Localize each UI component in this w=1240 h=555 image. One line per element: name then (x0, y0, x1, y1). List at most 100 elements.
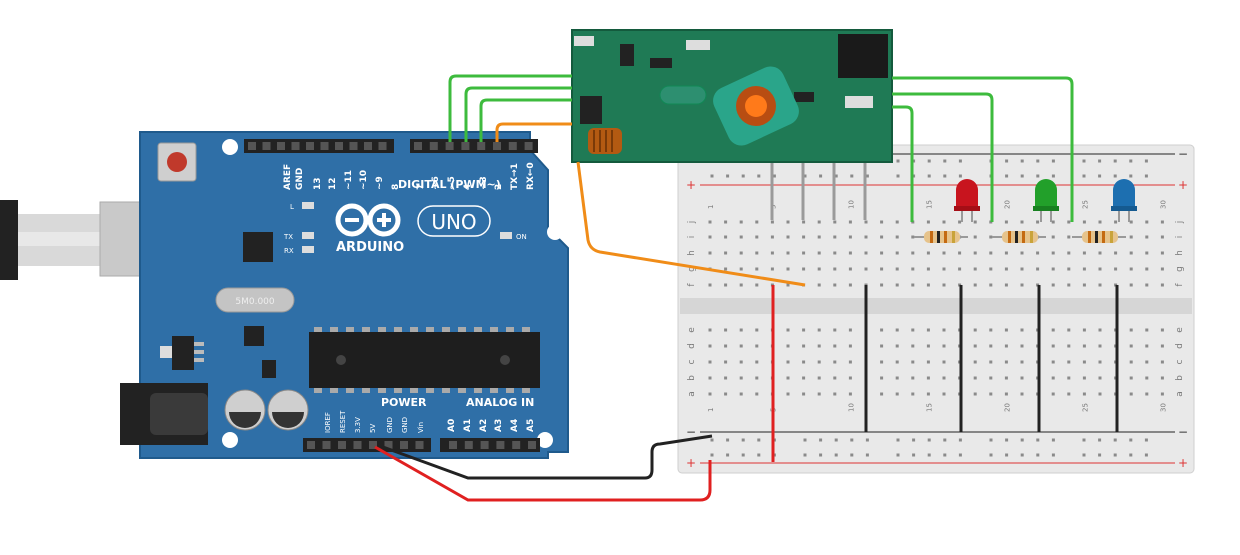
antenna-coil-icon (588, 128, 622, 154)
digital-pin-label: ~5 (447, 176, 457, 190)
digital-pin-label: ~3 (479, 176, 489, 190)
breadboard-row-label: e (687, 327, 697, 333)
breadboard-column-number: 20 (1003, 200, 1011, 209)
red-led (954, 179, 980, 222)
power-pin-label: GND (386, 417, 394, 433)
breadboard-column-number: 1 (707, 408, 715, 412)
digital-pin-label: 8 (391, 184, 401, 190)
breadboard-row-label: b (687, 375, 697, 381)
reset-button (157, 142, 197, 182)
atmega-chip (309, 327, 540, 393)
digital-pin-label: 4 (463, 184, 473, 190)
power-pin-label: GND (401, 417, 409, 433)
green-wire (464, 86, 572, 142)
usb-chip (243, 232, 273, 262)
digital-pin-label: TX→1 (510, 163, 520, 190)
onboard-leds: L TX RX ON (283, 202, 527, 255)
led-rx-label: RX (284, 247, 294, 255)
breadboard-column-number: 30 (1159, 200, 1167, 209)
svg-text:+: + (1178, 456, 1188, 470)
orange-wire (576, 161, 806, 287)
resistor (1072, 231, 1126, 243)
resistors (914, 231, 1126, 243)
led-tx-label: TX (283, 233, 293, 241)
breadboard-column-number: 15 (925, 200, 933, 209)
breadboard-row-label: j (1175, 221, 1185, 225)
breadboard-row-label: b (1175, 375, 1185, 381)
power-pin-label: 5V (369, 424, 377, 433)
analog-pin-label: A1 (463, 419, 473, 432)
breadboard-row-label: h (1175, 250, 1185, 256)
breadboard-row-label: e (1175, 327, 1185, 333)
svg-text:−: − (1178, 147, 1188, 161)
resistor (992, 231, 1046, 243)
rf-receiver-module (571, 29, 893, 163)
led-l-label: L (290, 203, 294, 211)
power-pin-label: IOREF (324, 412, 332, 433)
power-header (303, 438, 431, 452)
breadboard-row-label: f (1175, 283, 1185, 287)
blue-led (1111, 179, 1137, 222)
led-on-label: ON (516, 233, 527, 241)
breadboard-column-number: 25 (1081, 200, 1089, 209)
arduino-logo-text: ARDUINO (336, 240, 404, 255)
digital-pin-label: RX←0 (526, 162, 536, 190)
breadboard-row-label: d (687, 343, 697, 349)
arduino-logo-icon (335, 203, 401, 237)
red-wire (374, 445, 712, 502)
tuning-inductor-icon (713, 66, 799, 146)
green-wire (479, 98, 572, 142)
analog-pin-label: A3 (494, 419, 504, 432)
svg-text:+: + (1178, 178, 1188, 192)
breadboard-row-label: c (687, 359, 697, 364)
dc-power-jack (120, 383, 208, 445)
breadboard-row-label: h (687, 250, 697, 256)
digital-pin-label: 7 (416, 184, 426, 190)
breadboard-column-number: 30 (1159, 403, 1167, 412)
green-wire (892, 105, 914, 222)
power-pin-label: 3.3V (354, 417, 362, 433)
digital-pin-label: 13 (313, 177, 323, 190)
digital-pin-label: 12 (328, 177, 338, 190)
analog-pin-label: A5 (526, 419, 536, 432)
orange-wire (495, 122, 572, 142)
breadboard-column-number: 25 (1081, 403, 1089, 412)
green-wire (892, 92, 994, 222)
breadboard-column-number: 1 (707, 205, 715, 209)
digital-pin-label: AREF (283, 164, 293, 190)
capacitors (224, 389, 309, 431)
model-label: UNO (431, 210, 476, 234)
digital-header-label: DIGITAL (PWM~) (398, 178, 501, 191)
digital-pin-label: ~6 (431, 176, 441, 190)
digital-header (244, 139, 538, 153)
power-header-label: POWER (381, 396, 427, 409)
breadboard-row-label: j (687, 221, 697, 225)
power-pin-label: Vin (417, 422, 425, 433)
breadboard-jumpers (771, 285, 1119, 462)
crystal: 5M0.000 (215, 287, 295, 313)
usb-cable (0, 200, 146, 280)
green-wire (892, 76, 1074, 222)
green-wire (448, 74, 572, 142)
svg-text:−: − (1178, 425, 1188, 439)
digital-pin-label: 2 (494, 184, 504, 190)
analog-pin-label: A0 (447, 419, 457, 432)
svg-text:5M0.000: 5M0.000 (235, 297, 275, 307)
breadboard-column-number: 10 (847, 403, 855, 412)
analog-pin-label: A4 (510, 419, 520, 432)
power-pin-label: RESET (339, 410, 347, 433)
rail-plus-label: + (686, 178, 696, 192)
svg-text:−: − (686, 425, 696, 439)
digital-pin-label: GND (295, 168, 305, 190)
breadboard-row-label: d (1175, 343, 1185, 349)
green-led (1033, 179, 1059, 222)
breadboard-row-label: a (687, 391, 697, 397)
analog-header-label: ANALOG IN (466, 396, 534, 409)
breadboard-row-label: g (1175, 266, 1185, 272)
svg-text:+: + (686, 456, 696, 470)
breadboard-column-number: 15 (925, 403, 933, 412)
